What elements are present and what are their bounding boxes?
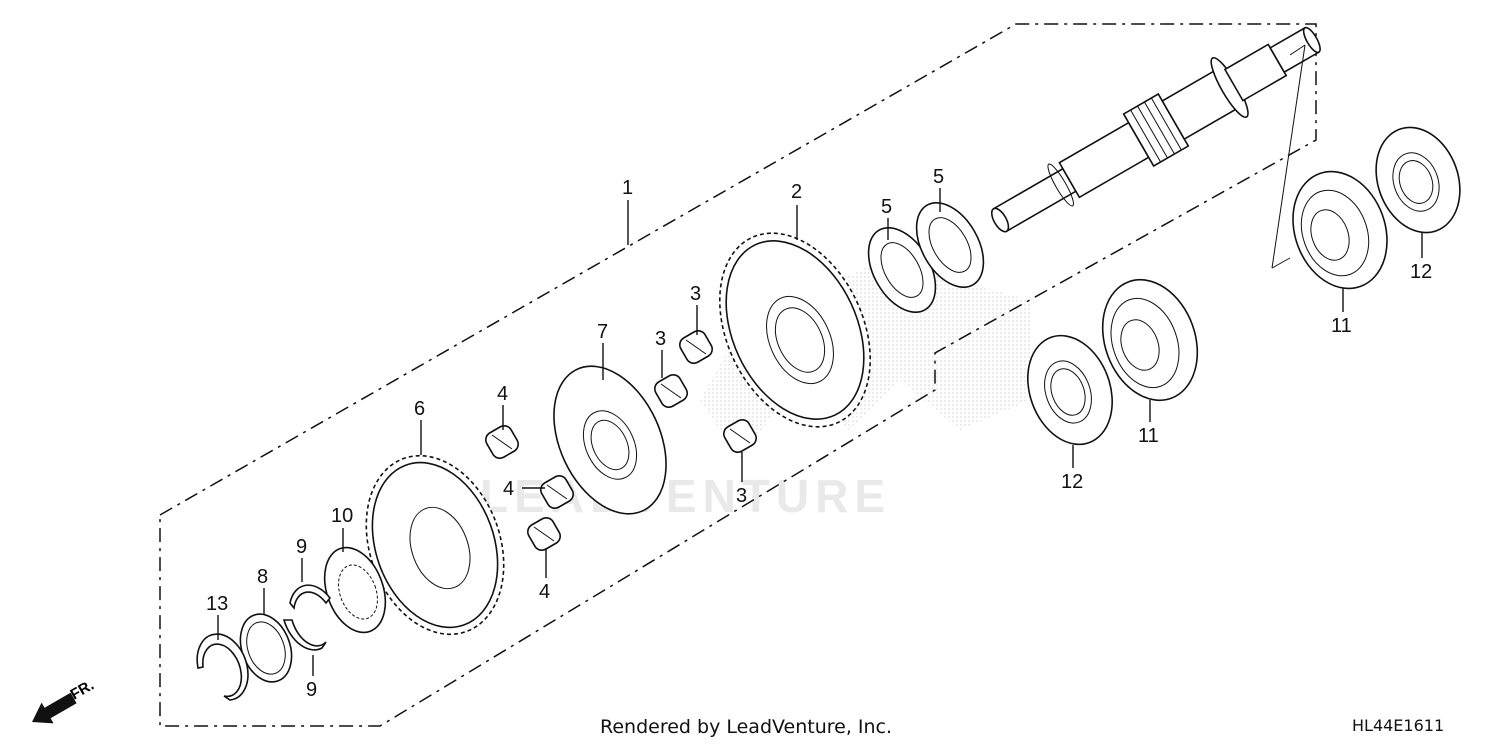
split-collar (282, 584, 332, 651)
callout-13: 13 (206, 593, 228, 615)
damper-spring (723, 419, 757, 453)
callout-11: 11 (1138, 425, 1159, 447)
damper-spring (654, 374, 688, 408)
callout-2: 2 (791, 181, 802, 203)
watermark-text: LEADVENTURE (480, 470, 891, 522)
callout-7: 7 (597, 321, 608, 343)
diagram-code: HL44E1611 (1352, 716, 1445, 735)
callout-9: 9 (296, 536, 307, 558)
callout-12: 12 (1061, 471, 1083, 493)
callout-12: 12 (1410, 261, 1432, 283)
countershaft (990, 26, 1321, 233)
driven-gear (718, 232, 872, 428)
snap-ring (196, 633, 249, 701)
bearing (1292, 170, 1388, 290)
oil-seal (1027, 334, 1113, 446)
damper-spring (540, 475, 574, 509)
callout-1: 1 (622, 177, 633, 199)
assembly-outline (159, 23, 1317, 727)
callout-4: 4 (503, 478, 514, 500)
primary-driven-gear (365, 454, 505, 636)
thrust-washer (867, 226, 937, 314)
callout-3: 3 (690, 283, 701, 305)
render-credit: Rendered by LeadVenture, Inc. (600, 716, 893, 738)
damper-hub (553, 365, 667, 515)
leader-lines (217, 188, 1423, 676)
callout-4: 4 (497, 383, 508, 405)
damper-spring (527, 517, 561, 551)
callout-5: 5 (881, 196, 892, 218)
callout-4: 4 (539, 581, 550, 603)
callout-3: 3 (655, 328, 666, 350)
damper-spring (485, 425, 519, 459)
damper-spring (679, 330, 713, 364)
shaft-bracket (1271, 44, 1306, 269)
callout-6: 6 (414, 398, 425, 420)
callout-3: 3 (736, 485, 747, 507)
bearing (1101, 278, 1199, 402)
front-arrow-icon (32, 692, 77, 724)
thrust-washer (239, 613, 293, 683)
callout-10: 10 (331, 505, 353, 527)
thrust-washer (915, 201, 985, 289)
callout-11: 11 (1331, 315, 1352, 337)
callout-9: 9 (306, 679, 317, 701)
callout-5: 5 (933, 166, 944, 188)
oil-seal (1375, 126, 1461, 234)
callout-8: 8 (257, 566, 268, 588)
